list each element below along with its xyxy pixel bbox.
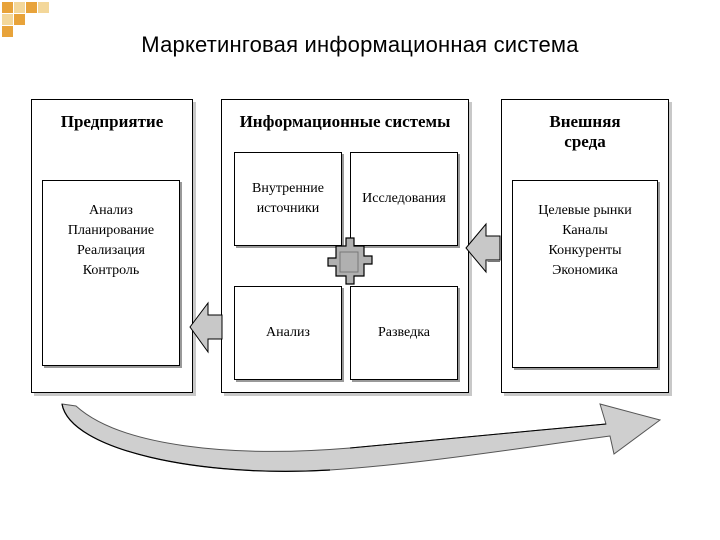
enterprise-item-planning: Планирование <box>67 223 155 238</box>
arrow-left-icon <box>465 222 501 274</box>
analysis-box: Анализ <box>234 286 342 380</box>
intelligence-label: Разведка <box>377 325 430 340</box>
intelligence-box: Разведка <box>350 286 458 380</box>
arrow-left-icon <box>189 301 223 354</box>
puzzle-icon <box>327 237 373 285</box>
internal-sources-label: Внутренние источники <box>251 181 325 216</box>
enterprise-item-analysis: Анализ <box>89 203 133 218</box>
research-box: Исследования <box>350 152 458 246</box>
environment-item-channels: Каналы <box>562 223 608 238</box>
enterprise-functions-box: Анализ Планирование Реализация Контроль <box>42 180 180 366</box>
enterprise-item-implementation: Реализация <box>77 243 145 258</box>
environment-item-target-markets: Целевые рынки <box>538 203 632 218</box>
corner-decoration <box>0 0 60 40</box>
internal-sources-box: Внутренние источники <box>234 152 342 246</box>
enterprise-panel: Предприятие Анализ Планирование Реализац… <box>31 99 193 393</box>
curved-arrow-icon <box>61 403 662 472</box>
environment-item-competitors: Конкуренты <box>548 243 622 258</box>
environment-panel: Внешняя среда Целевые рынки Каналы Конку… <box>501 99 669 393</box>
info-systems-panel: Информационные системы Внутренние источн… <box>221 99 469 393</box>
slide-title: Маркетинговая информационная система <box>141 32 579 57</box>
analysis-label: Анализ <box>266 325 310 340</box>
enterprise-title: Предприятие <box>60 112 164 131</box>
research-label: Исследования <box>362 191 446 206</box>
environment-title: Внешняя среда <box>549 112 621 151</box>
enterprise-item-control: Контроль <box>82 263 140 278</box>
info-systems-title: Информационные системы <box>239 112 451 131</box>
environment-item-economy: Экономика <box>552 263 618 278</box>
environment-factors-box: Целевые рынки Каналы Конкуренты Экономик… <box>512 180 658 368</box>
